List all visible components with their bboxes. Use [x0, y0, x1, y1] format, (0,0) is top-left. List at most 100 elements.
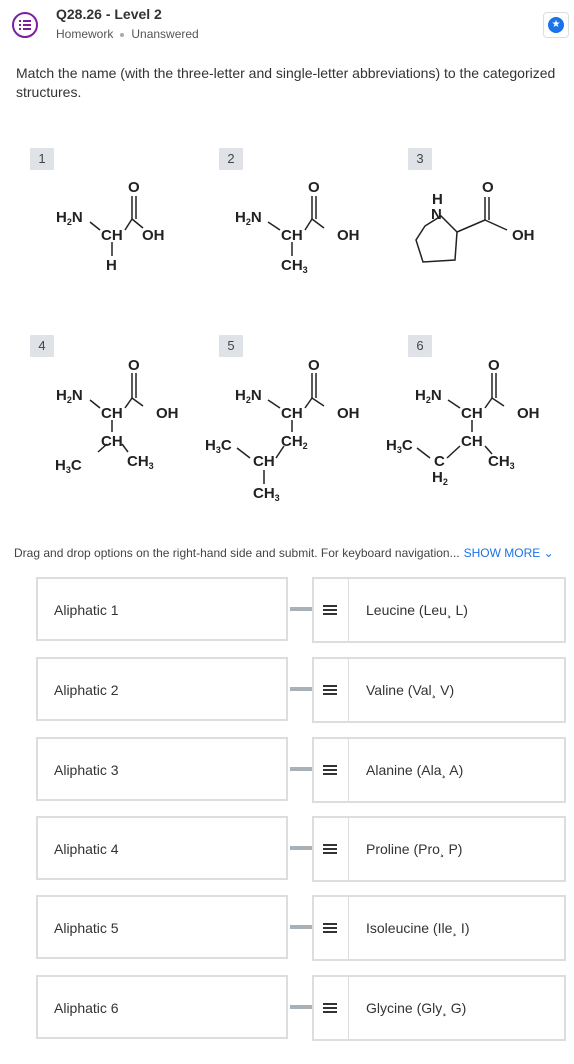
svg-text:CH: CH: [253, 453, 275, 470]
structure-6-drawing: [416, 373, 505, 459]
drag-handle-icon[interactable]: [314, 818, 349, 880]
svg-text:CH: CH: [101, 227, 123, 244]
target-label: Aliphatic 4: [54, 841, 119, 857]
drag-option-3[interactable]: Alanine (Ala¸ A): [312, 737, 566, 803]
structure-number-1: 1: [30, 148, 54, 170]
svg-text:H2N: H2N: [56, 209, 83, 227]
option-label: Isoleucine (Ile¸ I): [366, 920, 470, 936]
drop-target-4[interactable]: Aliphatic 4: [36, 816, 288, 880]
structure-number-2: 2: [219, 148, 243, 170]
connector-line: [290, 767, 312, 771]
instructions-text: Match the name (with the three-letter an…: [16, 65, 556, 100]
structure-number-3: 3: [408, 148, 432, 170]
drop-target-6[interactable]: Aliphatic 6: [36, 975, 288, 1039]
svg-text:O: O: [308, 357, 320, 374]
svg-text:H: H: [106, 257, 117, 274]
svg-text:O: O: [128, 179, 140, 196]
structure-4-drawing: [89, 373, 144, 453]
svg-text:CH: CH: [281, 405, 303, 422]
drag-note-text: Drag and drop options on the right-hand …: [14, 546, 460, 560]
svg-text:H3C: H3C: [55, 457, 82, 475]
question-title: Q28.26 - Level 2: [56, 6, 162, 22]
structure-5-drawing: [236, 373, 325, 484]
svg-text:CH3: CH3: [127, 453, 154, 471]
drag-handle-icon[interactable]: [314, 659, 349, 721]
question-type: Homework: [56, 27, 114, 41]
structure-number-5: 5: [219, 335, 243, 357]
drop-target-3[interactable]: Aliphatic 3: [36, 737, 288, 801]
show-more-link[interactable]: SHOW MORE ⌄: [464, 546, 554, 560]
structure-2-drawing: [267, 196, 325, 256]
svg-text:CH: CH: [281, 227, 303, 244]
svg-text:CH3: CH3: [253, 485, 280, 503]
option-label: Valine (Val¸ V): [366, 682, 455, 698]
structure-number-6: 6: [408, 335, 432, 357]
drag-handle-icon[interactable]: [314, 739, 349, 801]
svg-text:O: O: [308, 179, 320, 196]
target-label: Aliphatic 6: [54, 1000, 119, 1016]
target-label: Aliphatic 5: [54, 920, 119, 936]
svg-text:CH: CH: [461, 405, 483, 422]
svg-text:H3C: H3C: [386, 437, 413, 455]
separator-dot: [120, 32, 125, 37]
svg-text:N: N: [431, 206, 442, 223]
connector-line: [290, 1005, 312, 1009]
drag-option-1[interactable]: Leucine (Leu¸ L): [312, 577, 566, 643]
svg-text:OH: OH: [517, 405, 540, 422]
option-label: Proline (Pro¸ P): [366, 841, 463, 857]
svg-text:C: C: [434, 453, 445, 470]
structure-number-4: 4: [30, 335, 54, 357]
svg-text:H2N: H2N: [415, 387, 442, 405]
drop-target-1[interactable]: Aliphatic 1: [36, 577, 288, 641]
connector-line: [290, 925, 312, 929]
svg-text:H: H: [432, 191, 443, 208]
target-label: Aliphatic 1: [54, 602, 119, 618]
svg-text:OH: OH: [512, 227, 535, 244]
target-label: Aliphatic 3: [54, 762, 119, 778]
svg-text:CH: CH: [101, 405, 123, 422]
drop-target-5[interactable]: Aliphatic 5: [36, 895, 288, 959]
connector-line: [290, 607, 312, 611]
svg-text:O: O: [128, 357, 140, 374]
question-header: Q28.26 - Level 2 Homework Unanswered ★: [0, 0, 574, 50]
svg-text:CH2: CH2: [281, 433, 308, 451]
svg-text:CH: CH: [461, 433, 483, 450]
drag-option-5[interactable]: Isoleucine (Ile¸ I): [312, 895, 566, 961]
star-icon: ★: [548, 17, 564, 33]
svg-text:OH: OH: [142, 227, 165, 244]
drop-target-2[interactable]: Aliphatic 2: [36, 657, 288, 721]
drag-option-6[interactable]: Glycine (Gly¸ G): [312, 975, 566, 1041]
connector-line: [290, 846, 312, 850]
svg-text:H2N: H2N: [235, 387, 262, 405]
question-meta: Homework Unanswered: [56, 27, 199, 41]
option-label: Leucine (Leu¸ L): [366, 602, 468, 618]
show-more-label: SHOW MORE: [463, 546, 541, 560]
bookmark-button[interactable]: ★: [543, 12, 569, 38]
svg-text:H2: H2: [432, 469, 448, 487]
target-label: Aliphatic 2: [54, 682, 119, 698]
svg-text:CH: CH: [101, 433, 123, 450]
question-status: Unanswered: [131, 27, 199, 41]
svg-text:O: O: [482, 179, 494, 196]
svg-text:OH: OH: [156, 405, 179, 422]
connector-line: [290, 687, 312, 691]
svg-text:H3C: H3C: [205, 437, 232, 455]
drag-handle-icon[interactable]: [314, 977, 349, 1039]
option-label: Alanine (Ala¸ A): [366, 762, 464, 778]
svg-text:OH: OH: [337, 405, 360, 422]
drag-handle-icon[interactable]: [314, 579, 349, 641]
svg-text:CH3: CH3: [281, 257, 308, 275]
drag-option-2[interactable]: Valine (Val¸ V): [312, 657, 566, 723]
structure-1-drawing: [89, 196, 144, 256]
svg-text:H2N: H2N: [56, 387, 83, 405]
svg-text:H2N: H2N: [235, 209, 262, 227]
svg-text:OH: OH: [337, 227, 360, 244]
drag-handle-icon[interactable]: [314, 897, 349, 959]
chevron-down-icon: ⌄: [543, 546, 554, 560]
drag-option-4[interactable]: Proline (Pro¸ P): [312, 816, 566, 882]
structure-drawings: O H2N CH OH H O H2N CH OH CH3 O H N OH O…: [55, 179, 540, 503]
svg-text:O: O: [488, 357, 500, 374]
structure-3-drawing: [415, 197, 508, 263]
option-label: Glycine (Gly¸ G): [366, 1000, 467, 1016]
question-list-icon: [12, 12, 38, 38]
